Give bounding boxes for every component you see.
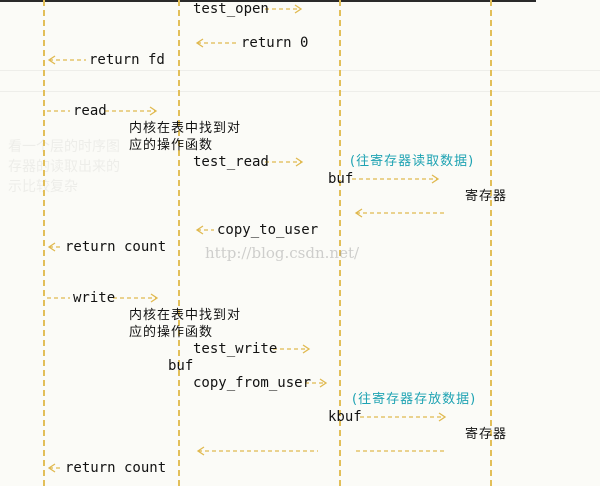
read-kernel-note-line1: 内核在表中找到对 (129, 121, 242, 136)
top-border (0, 0, 536, 2)
watermark: http://blog.csdn.net/ (205, 244, 360, 262)
label-copy-from-user: copy_from_user (193, 375, 312, 391)
lifeline-user (43, 0, 45, 486)
write-register-note: (往寄存器存放数据) (352, 392, 477, 407)
read-kernel-note-line2: 应的操作函数 (129, 138, 214, 153)
label-read: read (73, 103, 107, 119)
background-ghost-text: 看一个层的时序图 (8, 139, 120, 155)
lifeline-driver (339, 0, 341, 486)
label-test-write: test_write (193, 341, 278, 357)
lifeline-kernel (178, 0, 180, 486)
write-kernel-note-line1: 内核在表中找到对 (129, 308, 242, 323)
background-ruler (0, 70, 600, 92)
label-copy-to-user: copy_to_user (217, 222, 319, 238)
write-kernel-note-line2: 应的操作函数 (129, 325, 214, 340)
label-write-register: 寄存器 (465, 427, 508, 442)
label-read-return-count: return count (65, 239, 167, 255)
background-ghost-text: 存器的读取出来的 (8, 159, 120, 175)
label-read-register: 寄存器 (465, 189, 508, 204)
lifeline-register (490, 0, 492, 486)
label-write-return-count: return count (65, 460, 167, 476)
label-write: write (73, 290, 116, 306)
label-return-fd: return fd (89, 52, 165, 68)
read-register-note: (往寄存器读取数据) (350, 154, 475, 169)
label-kbuf: kbuf (328, 409, 362, 425)
label-write-buf: buf (168, 358, 194, 374)
label-read-buf: buf (328, 171, 354, 187)
label-test-open: test_open (193, 1, 269, 17)
label-test-read: test_read (193, 154, 269, 170)
label-return-0: return 0 (241, 35, 309, 51)
